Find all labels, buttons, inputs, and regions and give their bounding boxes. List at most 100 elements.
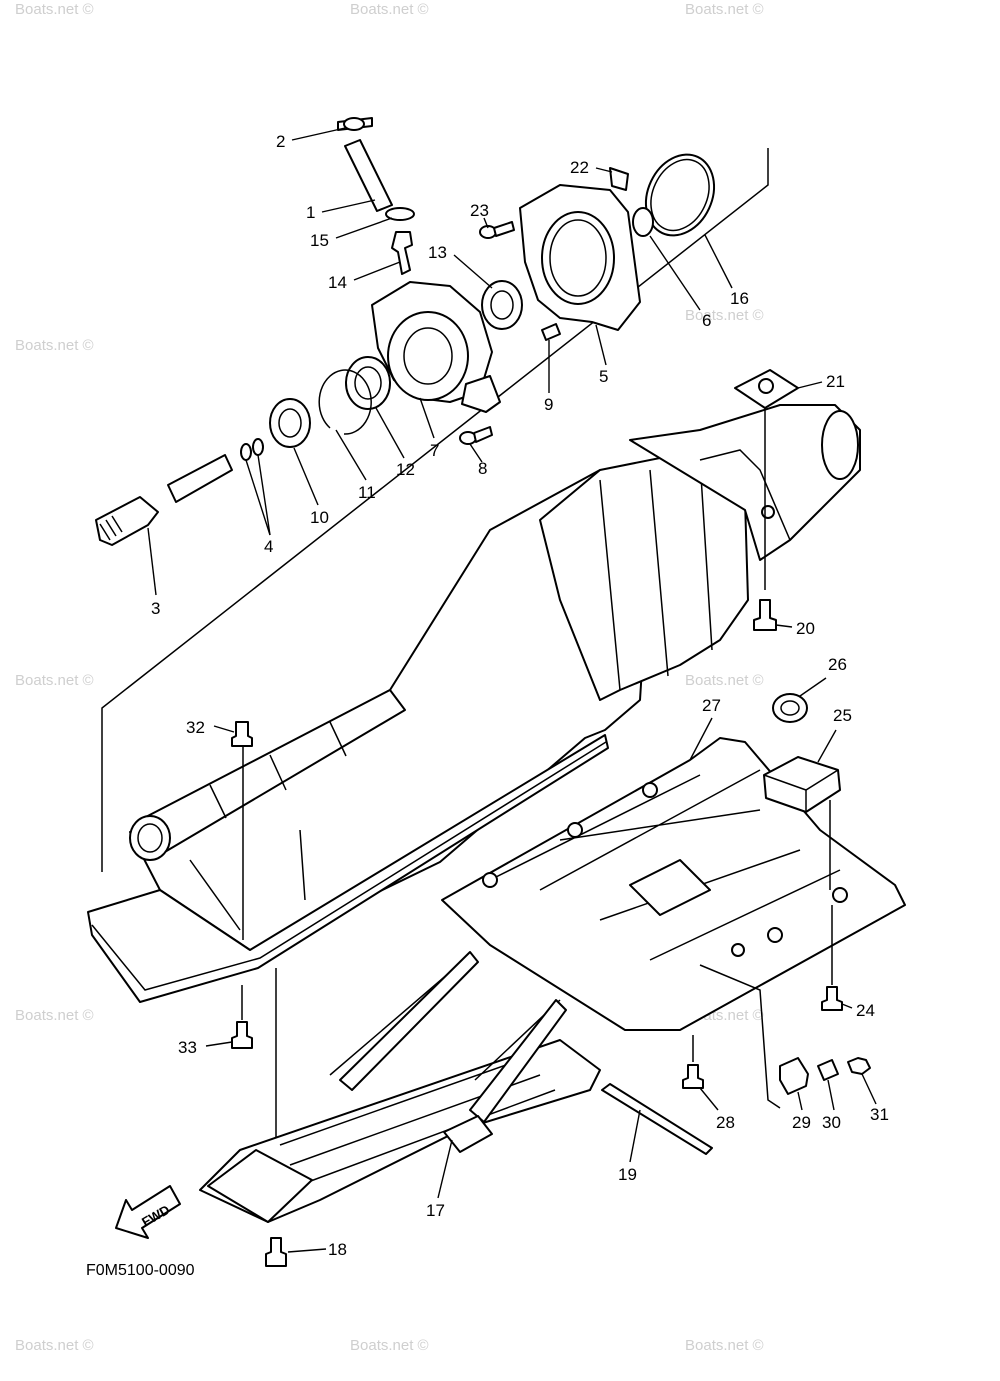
ride-plate-boss-d bbox=[767, 927, 783, 943]
watermark: Boats.net © bbox=[15, 1007, 94, 1024]
ride-plate-edge bbox=[489, 904, 906, 1031]
bearing-housing-bore-inner bbox=[403, 327, 453, 385]
leader-10 bbox=[293, 447, 319, 506]
nozzle-housing-shape bbox=[629, 404, 861, 561]
bolt-31-shape bbox=[847, 1057, 871, 1075]
hose-clamp-top-ring bbox=[343, 117, 365, 131]
intake-grate-block bbox=[443, 1115, 493, 1153]
callout-24: 24 bbox=[856, 1001, 875, 1020]
callout-1: 1 bbox=[306, 203, 315, 222]
ride-plate-boss-a bbox=[482, 872, 498, 888]
bearing-12-inner bbox=[354, 366, 382, 400]
leader-25 bbox=[817, 729, 837, 763]
intake-duct-flange-line bbox=[91, 741, 607, 991]
forward-arrow-icon bbox=[115, 1185, 181, 1239]
callout-10: 10 bbox=[310, 508, 329, 527]
callout-32: 32 bbox=[186, 718, 205, 737]
shaft-sleeve-shape bbox=[167, 454, 233, 503]
bolt-24-shape bbox=[821, 986, 843, 1011]
pump-housing-bore bbox=[541, 211, 615, 305]
grommet-26-inner bbox=[780, 700, 800, 716]
intake-tube-end bbox=[129, 815, 171, 861]
ride-plate-assembly bbox=[441, 737, 906, 1109]
grommet-26-outer bbox=[772, 693, 808, 723]
callout-15: 15 bbox=[310, 231, 329, 250]
leader-17 bbox=[437, 1139, 453, 1199]
callout-3: 3 bbox=[151, 599, 160, 618]
leader-15 bbox=[335, 217, 393, 239]
callout-7: 7 bbox=[430, 441, 439, 460]
leader-24 bbox=[841, 1003, 853, 1009]
intake-tube-end-inner bbox=[137, 823, 163, 853]
o-ring-4b bbox=[252, 438, 264, 456]
callout-17: 17 bbox=[426, 1201, 445, 1220]
o-ring-large-inner bbox=[650, 158, 710, 232]
bolt-28-shape bbox=[682, 1064, 704, 1089]
leader-6 bbox=[649, 235, 701, 311]
leader-32 bbox=[213, 725, 235, 733]
watermark: Boats.net © bbox=[15, 1, 94, 18]
hose-fitting-shape bbox=[391, 231, 413, 275]
leader-8 bbox=[469, 443, 483, 463]
callout-6: 6 bbox=[702, 311, 711, 330]
bearing-12 bbox=[345, 356, 391, 410]
forward-arrow: FWD bbox=[115, 1185, 181, 1239]
leader-3 bbox=[147, 527, 157, 596]
grommet-26 bbox=[772, 693, 808, 723]
bolt-8-shaft bbox=[473, 426, 493, 443]
callout-27: 27 bbox=[702, 696, 721, 715]
ride-plate-boss-b bbox=[567, 822, 583, 838]
leader-4a bbox=[245, 459, 271, 536]
seal-13 bbox=[481, 280, 523, 330]
intake-grate-bars bbox=[279, 954, 561, 1186]
callout-26: 26 bbox=[828, 655, 847, 674]
intake-grate-parts bbox=[199, 951, 713, 1267]
leader-26 bbox=[799, 677, 827, 697]
watermark: Boats.net © bbox=[15, 672, 94, 689]
stud-32-shape bbox=[231, 721, 253, 747]
callout-labels: 1 2 3 4 5 6 7 8 9 10 11 12 13 14 15 16 1… bbox=[151, 132, 889, 1259]
watermark: Boats.net © bbox=[15, 337, 94, 354]
leader-2 bbox=[291, 127, 346, 141]
o-ring-4a bbox=[240, 443, 252, 461]
assembly-bracket-line bbox=[101, 148, 769, 872]
callout-22: 22 bbox=[570, 158, 589, 177]
leader-30 bbox=[827, 1079, 835, 1111]
leader-29 bbox=[797, 1091, 803, 1111]
circlip-11 bbox=[318, 369, 372, 435]
leader-12 bbox=[375, 407, 405, 459]
leader-16 bbox=[704, 234, 733, 289]
pump-housing-bore-inner bbox=[549, 219, 607, 297]
callout-20: 20 bbox=[796, 619, 815, 638]
callout-33: 33 bbox=[178, 1038, 197, 1057]
leader-23 bbox=[483, 217, 489, 229]
callout-5: 5 bbox=[599, 367, 608, 386]
leader-33 bbox=[205, 1041, 233, 1047]
leader-13 bbox=[453, 254, 493, 289]
plate-21-boss bbox=[758, 378, 774, 394]
leader-5 bbox=[595, 324, 607, 366]
callout-12: 12 bbox=[396, 460, 415, 479]
callout-28: 28 bbox=[716, 1113, 735, 1132]
leader-18 bbox=[287, 1248, 327, 1253]
callout-18: 18 bbox=[328, 1240, 347, 1259]
mount-25-detail bbox=[763, 769, 839, 812]
clip-29-shape bbox=[779, 1057, 809, 1095]
ride-plate-center-bracket bbox=[629, 859, 711, 916]
watermark: Boats.net © bbox=[685, 1337, 764, 1354]
bolt-18-shape bbox=[265, 1237, 287, 1267]
callout-25: 25 bbox=[833, 706, 852, 725]
duct-ribs bbox=[189, 721, 347, 931]
ride-plate-hole bbox=[731, 943, 745, 957]
seal-10-inner bbox=[278, 408, 302, 438]
leader-1 bbox=[321, 199, 376, 213]
pump-and-duct-assembly bbox=[87, 369, 861, 1003]
o-ring-large bbox=[644, 153, 716, 237]
watermark: Boats.net © bbox=[685, 307, 764, 324]
callout-11: 11 bbox=[358, 483, 376, 502]
leader-7 bbox=[419, 397, 435, 439]
pin-9-shape bbox=[541, 323, 561, 341]
callout-2: 2 bbox=[276, 132, 285, 151]
leader-28 bbox=[699, 1087, 719, 1111]
hose-shape bbox=[344, 139, 393, 212]
